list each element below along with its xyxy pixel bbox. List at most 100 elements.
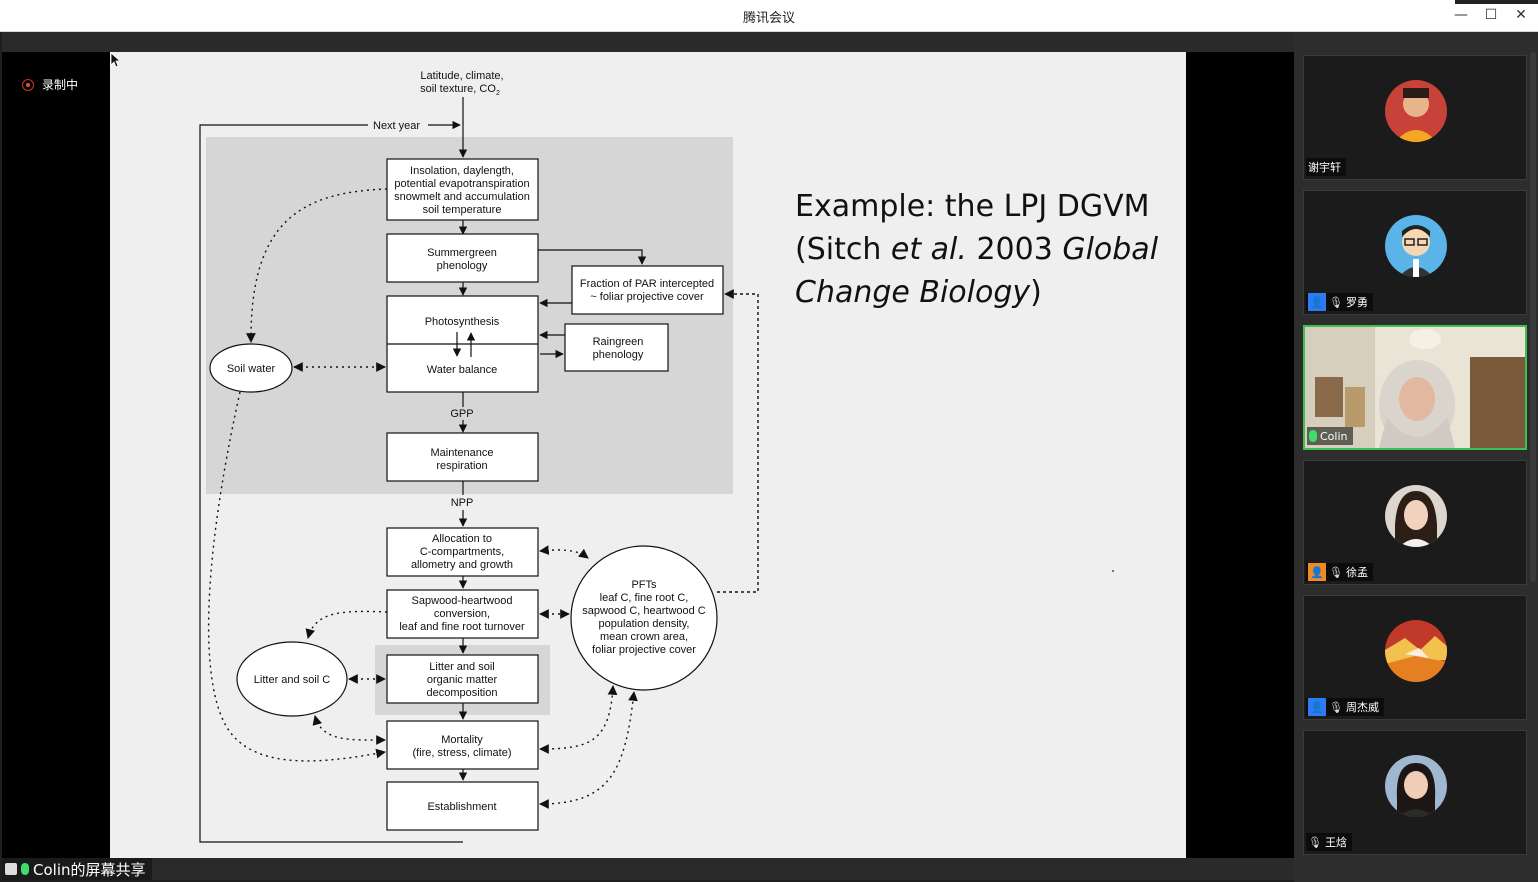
mic-muted-icon: 🎙 bbox=[1329, 565, 1343, 579]
allocation-line-1: Allocation to bbox=[432, 533, 492, 545]
participant-tile[interactable]: 👤 🎙 周杰威 bbox=[1303, 595, 1527, 720]
participant-tile[interactable]: 👤 🎙 徐孟 bbox=[1303, 460, 1527, 585]
insolation-line-1: Insolation, daylength, bbox=[410, 165, 514, 177]
soil-water-node bbox=[209, 343, 293, 393]
presentation-slide: Latitude, climate, soil texture, CO 2 Ne… bbox=[110, 52, 1186, 858]
recording-label: 录制中 bbox=[42, 78, 79, 92]
slide-title: Example: the LPJ DGVM (Sitch et al. 2003… bbox=[795, 185, 1175, 314]
input-label-sub: 2 bbox=[496, 90, 500, 97]
decomp-line-2: organic matter bbox=[427, 674, 498, 686]
top-strip bbox=[1455, 0, 1538, 4]
maintenance-line-2: respiration bbox=[436, 460, 487, 472]
participant-name-bar: 谢宇轩 bbox=[1306, 158, 1346, 176]
pfts-line-4: population density, bbox=[599, 618, 690, 630]
mortality-line-2: (fire, stress, climate) bbox=[412, 747, 511, 759]
npp-label: NPP bbox=[451, 497, 474, 509]
decomp-line-1: Litter and soil bbox=[429, 661, 494, 673]
decomposition-box bbox=[386, 654, 539, 704]
slide-title-line-3: Change Biology) bbox=[795, 275, 1042, 310]
share-top-bar bbox=[2, 32, 1294, 52]
pfts-node bbox=[570, 545, 718, 691]
sapwood-box bbox=[386, 589, 539, 639]
window-title: 腾讯会议 bbox=[742, 11, 795, 26]
participant-tile[interactable]: 🎙 王焓 bbox=[1303, 730, 1527, 855]
participant-tile-active[interactable]: Colin bbox=[1303, 325, 1527, 450]
minimize-button[interactable]: — bbox=[1454, 7, 1468, 23]
mouse-cursor-icon bbox=[110, 52, 122, 68]
avatar bbox=[1385, 215, 1447, 277]
insolation-line-2: potential evapotranspiration bbox=[394, 178, 529, 190]
decomp-line-3: decomposition bbox=[427, 687, 498, 699]
establishment-box bbox=[386, 781, 539, 831]
laser-dot bbox=[1112, 570, 1114, 572]
sapwood-line-3: leaf and fine root turnover bbox=[399, 621, 525, 633]
share-label-text: Colin的屏幕共享 bbox=[33, 860, 146, 879]
litter-label: Litter and soil C bbox=[254, 674, 330, 686]
user-icon: 👤 bbox=[1308, 563, 1326, 581]
participant-name-bar: 👤 🎙 罗勇 bbox=[1306, 293, 1373, 311]
user-icon: 👤 bbox=[1308, 293, 1326, 311]
pfts-line-3: sapwood C, heartwood C bbox=[582, 605, 706, 617]
raingreen-line-2: phenology bbox=[593, 349, 644, 361]
slide-title-line-2: (Sitch et al. 2003 Global bbox=[795, 232, 1159, 267]
photosynthesis-label: Photosynthesis bbox=[425, 316, 500, 328]
mic-icon bbox=[21, 863, 29, 875]
screen-share-icon bbox=[5, 863, 17, 875]
mortality-box bbox=[386, 720, 539, 770]
fraction-box bbox=[571, 265, 724, 315]
avatar bbox=[1385, 755, 1447, 817]
pfts-line-1: PFTs bbox=[631, 579, 657, 591]
screen-share-label[interactable]: Colin的屏幕共享 bbox=[2, 858, 152, 880]
participant-scrollbar[interactable] bbox=[1530, 52, 1536, 582]
participant-name-bar: 👤 🎙 徐孟 bbox=[1306, 563, 1373, 581]
raingreen-box bbox=[564, 323, 669, 372]
participant-name-bar: 🎙 王焓 bbox=[1306, 833, 1352, 851]
pfts-line-2: leaf C, fine root C, bbox=[600, 592, 689, 604]
participant-name-bar: Colin bbox=[1307, 427, 1353, 445]
mic-on-icon bbox=[1309, 430, 1317, 442]
share-bottom-bar bbox=[2, 858, 1294, 880]
fraction-line-2: ~ foliar projective cover bbox=[590, 291, 704, 303]
avatar bbox=[1385, 485, 1447, 547]
pfts-line-6: foliar projective cover bbox=[592, 644, 696, 656]
slide-title-line-1: Example: the LPJ DGVM bbox=[795, 189, 1150, 224]
maintenance-line-1: Maintenance bbox=[431, 447, 494, 459]
mortality-line-1: Mortality bbox=[441, 734, 483, 746]
insolation-line-3: snowmelt and accumulation bbox=[394, 191, 530, 203]
allocation-line-3: allometry and growth bbox=[411, 559, 513, 571]
record-icon bbox=[22, 78, 34, 91]
avatar bbox=[1385, 80, 1447, 142]
input-label-2: soil texture, CO bbox=[420, 83, 496, 95]
insolation-line-4: soil temperature bbox=[423, 204, 502, 216]
allocation-line-2: C-compartments, bbox=[420, 546, 504, 558]
water-balance-label: Water balance bbox=[427, 364, 498, 376]
sapwood-line-1: Sapwood-heartwood bbox=[412, 595, 513, 607]
participant-tile[interactable]: 谢宇轩 bbox=[1303, 55, 1527, 180]
title-bar: 腾讯会议 — ☐ ✕ bbox=[0, 0, 1538, 32]
next-year-label: Next year bbox=[373, 120, 420, 132]
user-icon: 👤 bbox=[1308, 698, 1326, 716]
litter-node bbox=[236, 641, 348, 717]
maximize-button[interactable]: ☐ bbox=[1484, 7, 1498, 23]
mic-muted-icon: 🎙 bbox=[1329, 295, 1343, 309]
mic-muted-icon: 🎙 bbox=[1329, 700, 1343, 714]
summergreen-line-2: phenology bbox=[437, 260, 488, 272]
participant-tile[interactable]: 👤 🎙 罗勇 bbox=[1303, 190, 1527, 315]
pfts-line-5: mean crown area, bbox=[600, 631, 688, 643]
mic-muted-icon: 🎙 bbox=[1308, 835, 1322, 849]
close-button[interactable]: ✕ bbox=[1515, 7, 1527, 23]
avatar bbox=[1385, 620, 1447, 682]
allocation-box bbox=[386, 527, 539, 577]
gpp-label: GPP bbox=[450, 408, 473, 420]
soil-water-label: Soil water bbox=[227, 363, 276, 375]
input-label-1: Latitude, climate, bbox=[420, 70, 503, 82]
maintenance-box bbox=[386, 432, 539, 482]
lpj-flow-diagram: Latitude, climate, soil texture, CO 2 Ne… bbox=[199, 70, 759, 843]
raingreen-line-1: Raingreen bbox=[593, 336, 644, 348]
recording-indicator[interactable]: 录制中 bbox=[22, 76, 78, 93]
participant-video bbox=[1305, 327, 1525, 448]
summergreen-box bbox=[386, 233, 539, 283]
establishment-label: Establishment bbox=[427, 801, 496, 813]
sapwood-line-2: conversion, bbox=[434, 608, 490, 620]
fraction-line-1: Fraction of PAR intercepted bbox=[580, 278, 714, 290]
